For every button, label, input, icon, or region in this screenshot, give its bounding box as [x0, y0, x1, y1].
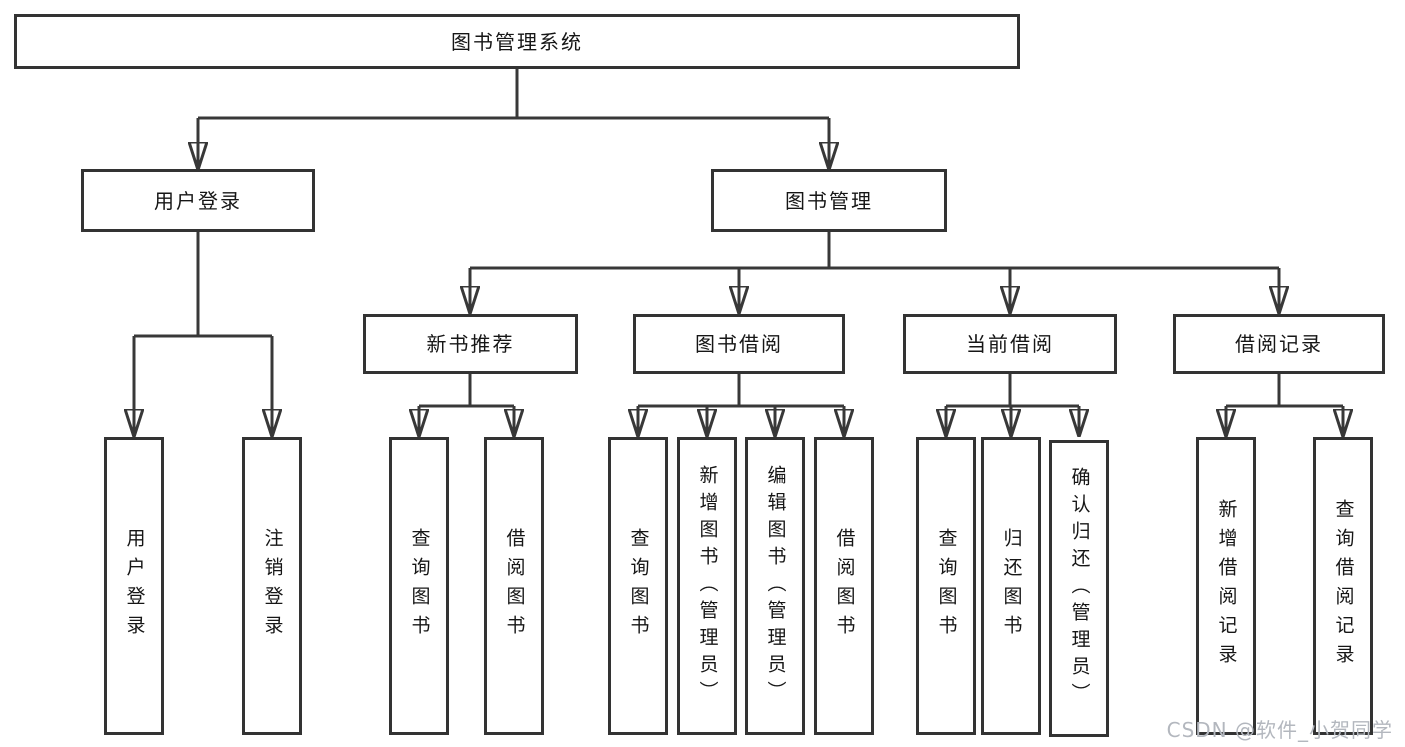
node-leaf-logout: 注销登录	[242, 437, 302, 735]
node-leaf-query-books-recommend: 查询图书	[389, 437, 449, 735]
node-leaf-query-borrow-record: 查询借阅记录	[1313, 437, 1373, 735]
node-leaf-query-books-borrowing: 查询图书	[608, 437, 668, 735]
node-leaf-return-books: 归还图书	[981, 437, 1041, 735]
node-leaf-user-login: 用户登录	[104, 437, 164, 735]
node-leaf-query-books-current: 查询图书	[916, 437, 976, 735]
node-library-management-system: 图书管理系统	[14, 14, 1020, 69]
node-new-book-recommendation: 新书推荐	[363, 314, 578, 374]
node-current-borrowing: 当前借阅	[903, 314, 1117, 374]
connector-new-book-recommendation-children	[419, 374, 514, 436]
node-leaf-add-borrow-record: 新增借阅记录	[1196, 437, 1256, 735]
node-leaf-borrow-books-borrowing: 借阅图书	[814, 437, 874, 735]
connector-current-borrowing-children	[946, 374, 1079, 436]
node-book-borrowing: 图书借阅	[633, 314, 845, 374]
csdn-watermark: CSDN @软件_小贺同学	[1166, 718, 1393, 742]
node-borrowing-records: 借阅记录	[1173, 314, 1385, 374]
connector-book-management-children	[470, 232, 1279, 313]
connector-user-login-children	[134, 232, 272, 436]
node-leaf-confirm-return-admin: 确认归还（管理员）	[1049, 440, 1109, 737]
connector-book-borrowing-children	[638, 374, 844, 436]
connector-root-to-level2	[198, 69, 829, 169]
node-leaf-edit-books-admin: 编辑图书（管理员）	[745, 437, 805, 735]
node-leaf-add-books-admin: 新增图书（管理员）	[677, 437, 737, 735]
connector-borrowing-records-children	[1226, 374, 1343, 436]
node-leaf-borrow-books-recommend: 借阅图书	[484, 437, 544, 735]
node-user-login: 用户登录	[81, 169, 315, 232]
node-book-management: 图书管理	[711, 169, 947, 232]
